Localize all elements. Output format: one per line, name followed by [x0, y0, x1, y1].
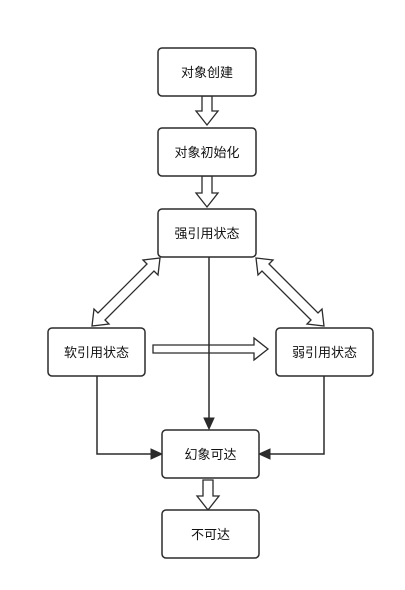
node-soft: 软引用状态	[47, 327, 146, 377]
node-init: 对象初始化	[157, 127, 257, 177]
node-strong-label: 强引用状态	[174, 227, 239, 242]
edge-strong-to-phantom-head	[203, 417, 215, 431]
edge-soft-to-phantom-head	[150, 448, 164, 460]
edge-weak-to-phantom-head	[257, 448, 271, 460]
arrow-phantom-to-unreachable	[195, 479, 221, 512]
node-init-label: 对象初始化	[174, 146, 239, 161]
node-weak: 弱引用状态	[275, 327, 374, 377]
node-unreachable: 不可达	[161, 509, 260, 559]
node-soft-label: 软引用状态	[64, 346, 129, 361]
arrow-create-to-init	[194, 95, 220, 127]
arrow-strong-soft-double	[91, 257, 161, 327]
solid-edges	[96, 257, 325, 460]
edge-soft-to-phantom	[96, 376, 151, 455]
node-phantom: 幻象可达	[161, 429, 260, 479]
arrow-init-to-strong	[194, 175, 220, 209]
arrow-strong-weak-double	[255, 257, 325, 327]
arrow-soft-to-weak	[152, 336, 270, 362]
node-weak-label: 弱引用状态	[292, 346, 357, 361]
node-create-label: 对象创建	[181, 66, 233, 81]
node-unreachable-label: 不可达	[191, 528, 230, 543]
edge-weak-to-phantom	[270, 376, 325, 455]
node-phantom-label: 幻象可达	[184, 448, 236, 463]
hollow-arrows	[91, 95, 325, 512]
node-strong: 强引用状态	[157, 208, 257, 258]
node-create: 对象创建	[157, 47, 257, 97]
